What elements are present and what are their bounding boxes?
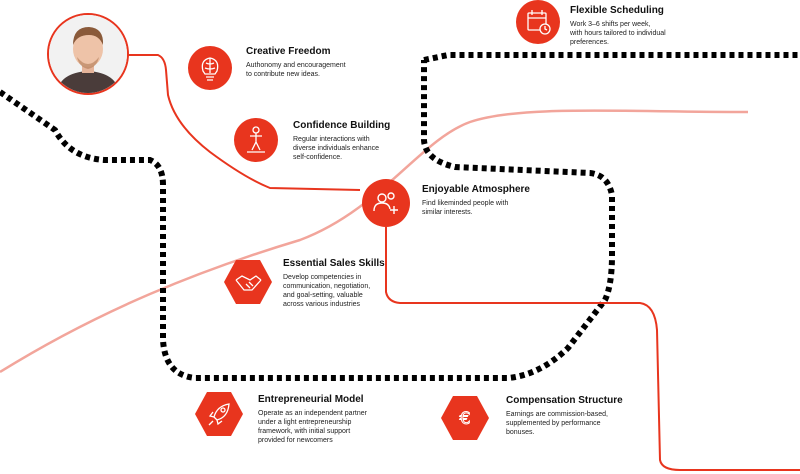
- item-title: Creative Freedom: [246, 46, 331, 57]
- item-title: Essential Sales Skills: [283, 258, 385, 269]
- euro-icon: €: [460, 409, 471, 429]
- red-connector-line: [126, 54, 361, 191]
- entrepreneurial-model-item: Entrepreneurial Model Operate as an inde…: [258, 394, 408, 445]
- entrepreneurial-model-badge: [195, 392, 243, 436]
- red-connector-line-2: [385, 227, 800, 471]
- creative-freedom-item: Creative Freedom Authonomy and encourage…: [246, 46, 396, 79]
- item-description: Develop competencies in communication, n…: [283, 274, 371, 308]
- person-photo: [49, 15, 127, 93]
- confidence-building-badge: [234, 118, 278, 162]
- item-title: Confidence Building: [293, 120, 391, 131]
- rocket-icon: [208, 403, 230, 426]
- item-title: Entrepreneurial Model: [258, 394, 364, 405]
- handshake-icon: [235, 275, 262, 291]
- item-description: Operate as an independent partner under …: [258, 410, 367, 444]
- creative-freedom-badge: [188, 46, 232, 90]
- enjoyable-atmosphere-item: Enjoyable Atmosphere Find likeminded peo…: [422, 184, 572, 217]
- compensation-structure-badge: €: [441, 396, 489, 440]
- item-description: Earnings are commission-based, supplemen…: [506, 411, 608, 436]
- flexible-scheduling-item: Flexible Scheduling Work 3–6 shifts per …: [570, 5, 720, 47]
- enjoyable-atmosphere-badge: [362, 179, 410, 227]
- item-title: Enjoyable Atmosphere: [422, 184, 530, 195]
- item-description: Authonomy and encouragement to contribut…: [246, 62, 346, 78]
- podium-person-icon: [247, 126, 265, 153]
- item-title: Compensation Structure: [506, 395, 623, 406]
- item-description: Find likeminded people with similar inte…: [422, 200, 509, 216]
- item-description: Work 3–6 shifts per week, with hours tai…: [570, 21, 666, 46]
- essential-sales-skills-item: Essential Sales Skills Develop competenc…: [283, 258, 413, 309]
- calendar-clock-icon: [527, 10, 551, 35]
- add-user-icon: [373, 192, 398, 214]
- essential-sales-skills-badge: [224, 260, 272, 304]
- flexible-scheduling-badge: [516, 0, 560, 44]
- item-title: Flexible Scheduling: [570, 5, 664, 16]
- dotted-path-top: [423, 52, 800, 63]
- compensation-structure-item: Compensation Structure Earnings are comm…: [506, 395, 656, 437]
- item-description: Regular interactions with diverse indivi…: [293, 136, 379, 161]
- dotted-path-left: [0, 60, 615, 381]
- brain-bulb-icon: [201, 57, 219, 81]
- confidence-building-item: Confidence Building Regular interactions…: [293, 120, 443, 162]
- avatar: [47, 13, 129, 95]
